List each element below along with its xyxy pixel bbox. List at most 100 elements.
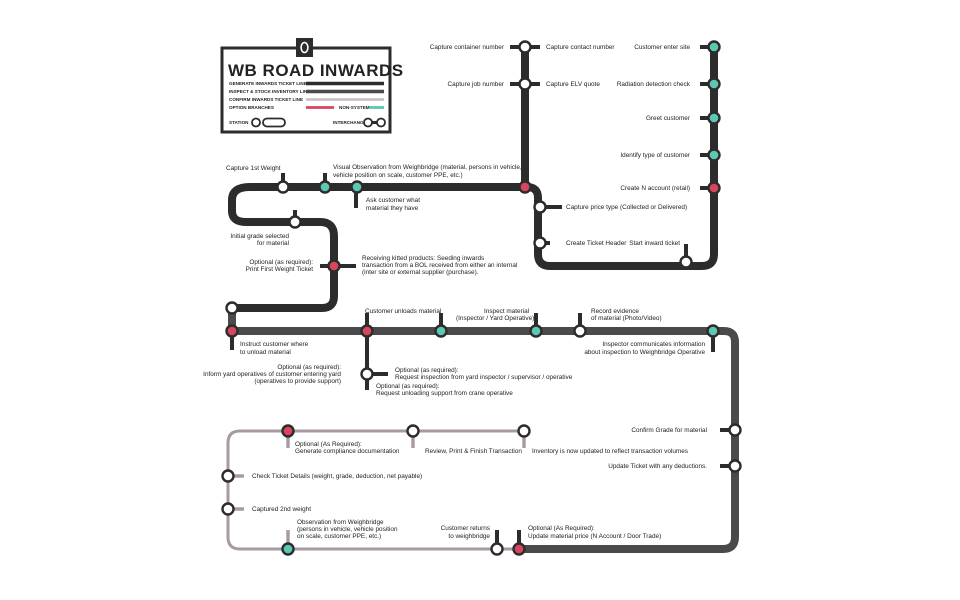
label-update-price-2: Update material price (N Account / Door … [528,533,661,540]
station-greet-customer[interactable] [707,111,721,125]
label-capture-1st-weight: Capture 1st Weight [226,165,281,172]
legend-badge-ring [300,41,309,54]
station-print-first-weight[interactable] [327,259,341,273]
label-customer-returns-2: to weighbridge [448,533,490,540]
label-confirm-grade: Confirm Grade for material [631,427,707,434]
legend-nonsystem-label: NON-SYSTEM [339,105,370,110]
label-print-first-weight-2: Print First Weight Ticket [246,266,314,273]
label-receiving-kitted-1: Receiving kitted products: Seeding inwar… [362,255,484,262]
station-update-material-price[interactable] [512,542,526,556]
label-capture-price-type: Capture price type (Collected or Deliver… [566,204,687,211]
legend: WB ROAD INWARDS GENERATE INWARDS TICKET … [220,38,404,134]
label-request-inspection-2: Request inspection from yard inspector /… [395,374,573,381]
label-greet-customer: Greet customer [646,115,691,122]
station-compliance-docs[interactable] [281,424,295,438]
label-initial-grade-2: for material [257,240,289,247]
label-customer-returns-1: Customer returns [441,525,490,532]
label-capture-elv: Capture ELV quote [546,81,600,88]
label-visual-observation-2: vehicle position on scale, customer PPE,… [333,172,463,179]
label-capture-contact: Capture contact number [546,44,615,51]
station-capture-price-type[interactable] [533,200,547,214]
station-review-print-finish[interactable] [406,424,420,438]
station-customer-unloads[interactable] [434,324,448,338]
label-ask-customer-2: material they have [366,205,419,212]
label-start-inward-ticket: Start inward ticket [629,240,680,247]
station-inspect-material[interactable] [529,324,543,338]
label-compliance-1: Optional (As Required): [295,441,362,448]
legend-station-icon [251,117,261,128]
label-instruct-customer-2: to unload material [240,349,291,356]
station-visual-observation[interactable] [318,180,332,194]
station-captured-2nd-weight[interactable] [221,502,235,516]
legend-inspect-label: INSPECT & STOCK INVENTORY LINE [229,89,310,94]
label-inspector-communicates-2: about inspection to Weighbridge Operativ… [584,349,705,356]
station-request-inspection[interactable] [360,367,374,381]
label-radiation-check: Radiation detection check [617,81,691,88]
label-record-evidence-1: Record evidence [591,308,639,315]
station-inspector-communicates[interactable] [706,324,720,338]
station-capture-job-number[interactable] [518,77,532,91]
label-inform-yard-2: Inform yard operatives of customer enter… [203,371,341,378]
legend-title: WB ROAD INWARDS [228,61,404,80]
station-inventory-updated[interactable] [517,424,531,438]
label-update-deductions: Update Ticket with any deductions. [608,463,707,470]
station-ask-customer[interactable] [350,180,364,194]
label-captured-2nd-weight: Captured 2nd weight [252,506,311,513]
station-instruct-customer[interactable] [225,324,239,338]
station-initial-grade[interactable] [288,215,302,229]
station-capture-1st-weight[interactable] [276,180,290,194]
station-customer-enter-site[interactable] [707,40,721,54]
label-inform-yard-1: Optional (as required): [277,364,341,371]
station-check-ticket[interactable] [221,469,235,483]
station-create-n-account[interactable] [707,181,721,195]
station-junction-optional[interactable] [518,180,532,194]
legend-option-label: OPTION BRANCHES [229,105,274,110]
label-create-n-account: Create N account (retail) [620,185,690,192]
station-confirm-grade[interactable] [728,423,742,437]
station-update-deductions[interactable] [728,459,742,473]
label-receiving-kitted-3: (inter site or external supplier (purcha… [362,269,479,276]
legend-station-label: STATION [229,120,249,125]
label-ask-customer-1: Ask customer what [366,197,420,204]
station-line-transfer[interactable] [225,301,239,315]
label-observation-weighbridge-2: (persons in vehicle, vehicle position [297,526,398,533]
label-print-first-weight-1: Optional (as required): [249,259,313,266]
label-capture-job: Capture job number [448,81,505,88]
station-capture-container-number[interactable] [518,40,532,54]
station-create-ticket-header[interactable] [533,236,547,250]
label-record-evidence-2: of material (Photo/Video) [591,315,662,322]
label-inform-yard-3: (operatives to provide support) [254,378,341,385]
label-request-unloading-2: Request unloading support from crane ope… [376,390,513,397]
legend-confirm-label: CONFIRM INWARDS TICKET LINE [229,97,303,102]
label-customer-unloads: Customer unloads material [365,308,441,315]
label-instruct-customer-1: Instruct customer where [240,341,309,348]
inspect-line [228,308,739,553]
station-labels: Customer enter site Radiation detection … [203,44,707,540]
station-identify-customer[interactable] [707,148,721,162]
station-observation-weighbridge[interactable] [281,542,295,556]
station-record-evidence[interactable] [573,324,587,338]
station-radiation-check[interactable] [707,77,721,91]
legend-badge [296,38,313,57]
label-compliance-2: Generate compliance documentation [295,448,400,455]
station-start-inward-ticket[interactable] [679,255,693,269]
label-identify-customer: Identify type of customer [620,152,690,159]
stations [221,40,742,556]
generate-line-upper [521,47,718,270]
label-receiving-kitted-2: transaction from a BOL received from eit… [362,262,517,269]
label-inspect-material-2: (Inspector / Yard Operative) [456,315,534,322]
legend-interchange-label: INTERCHANGE [333,120,367,125]
legend-station-pill-icon [262,117,286,128]
station-customer-returns[interactable] [490,542,504,556]
confirm-line [226,429,523,551]
label-inspector-communicates-1: Inspector communicates information [602,341,705,348]
label-review-print-finish: Review, Print & Finish Transaction [425,448,522,455]
label-visual-observation-1: Visual Observation from Weighbridge (mat… [333,164,522,171]
label-request-unloading-1: Optional (as required): [376,383,440,390]
legend-interchange-icon-2 [376,117,386,128]
label-create-ticket-header: Create Ticket Header [566,240,627,247]
label-check-ticket: Check Ticket Details (weight, grade, ded… [252,473,422,480]
station-inform-yard[interactable] [360,324,374,338]
label-inventory-updated: Inventory is now updated to reflect tran… [532,448,688,455]
label-customer-enter-site: Customer enter site [634,44,690,51]
